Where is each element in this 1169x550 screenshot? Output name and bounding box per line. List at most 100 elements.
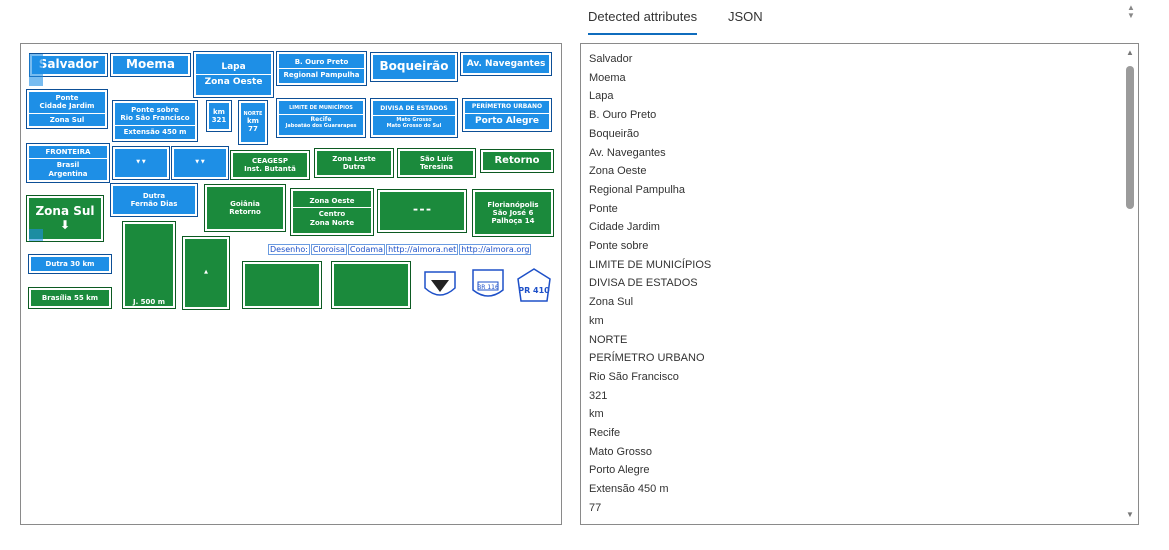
sign-text: km [213, 107, 225, 116]
attribute-item: Rio São Francisco [589, 370, 679, 383]
sign-text: J. 500 m [132, 297, 166, 306]
sign-zona-oeste-b: Zona Oeste Centro Zona Norte [290, 188, 374, 236]
sign-text: LIMITE DE MUNICÍPIOS [289, 105, 353, 112]
arrow-down-icon: ⬇ [59, 217, 71, 232]
attribute-item: 321 [589, 389, 608, 402]
sign-text: DIVISA DE ESTADOS [380, 105, 448, 113]
sign-ouro-preto: B. Ouro Preto Regional Pampulha [276, 51, 367, 86]
credit-text: Codama [347, 244, 386, 255]
attribute-item: Boqueirão [589, 127, 640, 140]
shield-pr-label: PR 410 [518, 286, 550, 295]
sign-navegantes: Av. Navegantes [460, 52, 552, 76]
tab-bar: Detected attributes JSON [580, 0, 1120, 36]
attribute-item: B. Ouro Preto [589, 109, 657, 122]
selection-marker [29, 229, 43, 241]
sign-text: 6 [528, 208, 534, 217]
sign-zona-leste: Zona Leste Dutra [314, 148, 394, 178]
sign-goiania: Goiânia Retorno [204, 184, 286, 232]
attribute-item: Regional Pampulha [589, 183, 686, 196]
sign-retorno: Retorno [480, 149, 554, 173]
sign-text: 77 [248, 125, 258, 134]
sign-florianopolis: Florianópolis São José 6 Palhoça 14 [472, 189, 554, 237]
sign-text: Retorno [229, 208, 261, 216]
tab-json[interactable]: JSON [728, 9, 763, 24]
sign-grid-1 [242, 261, 322, 309]
sign-text: Argentina [48, 169, 88, 178]
tab-detected-attributes[interactable]: Detected attributes [588, 9, 698, 35]
credit-text: Desenho: [268, 244, 310, 255]
pr-shield-icon: PR 410 [517, 268, 551, 302]
br-shield-icon: BR 116 [472, 269, 504, 297]
attribute-item: Ponte sobre [589, 240, 649, 253]
sign-diagram-1: J. 500 m [122, 221, 176, 309]
attribute-item: 77 [589, 501, 602, 514]
sign-text: Zona Sul [35, 203, 95, 218]
sign-norte-77: NORTE km 77 [238, 100, 268, 145]
credit-text: http://almora.net [386, 244, 459, 255]
selection-marker [29, 54, 43, 70]
sign-text: 14 [524, 217, 535, 226]
sign-text: Extensão 450 m [123, 127, 187, 136]
scroll-down-icon[interactable]: ▼ [1126, 510, 1134, 519]
attribute-item: DIVISA DE ESTADOS [589, 277, 698, 290]
sign-text: Porto Alegre [475, 115, 539, 126]
sign-text: Zona Oeste [204, 77, 263, 87]
scroll-thumb[interactable] [1126, 66, 1134, 209]
sign-text: Jaboatão dos Guararapes [285, 122, 357, 129]
credit-text: Cloroisa [310, 244, 347, 255]
attribute-item: km [589, 408, 604, 421]
sign-boqueirao: Boqueirão [370, 52, 458, 82]
attribute-item: Zona Sul [589, 296, 634, 309]
attribute-item: Moema [589, 71, 626, 84]
sign-text: Dutra [142, 191, 166, 200]
sign-text: km [247, 117, 259, 126]
sign-divisa: DIVISA DE ESTADOS Mato Grosso Mato Gross… [370, 98, 458, 138]
sign-text: B. Ouro Preto [294, 57, 349, 66]
sign-lapa: Lapa Zona Oeste [193, 51, 274, 98]
sign-text: Lapa [221, 61, 246, 72]
sign-limite: LIMITE DE MUNICÍPIOS Recife Jaboatão dos… [276, 98, 366, 138]
sign-vassouras: ▬ ▬ ▬ [377, 189, 467, 233]
sign-text: Recife [310, 116, 332, 124]
sign-text: FRONTEIRA [45, 148, 91, 157]
sign-text: Centro [318, 210, 346, 219]
sign-ponte: Ponte Cidade Jardim Zona Sul [26, 89, 108, 129]
sign-text: São José [492, 208, 527, 217]
sign-text: Goiânia [230, 199, 260, 208]
attribute-item: Mato Grosso [589, 445, 652, 458]
sign-text: PERÍMETRO URBANO [471, 102, 543, 110]
image-panel: Salvador Moema Lapa Zona Oeste B. Ouro P… [20, 43, 562, 525]
attribute-item: Lapa [589, 90, 614, 103]
sign-text: NORTE [243, 110, 263, 117]
scroll-up-icon[interactable]: ▲ [1126, 48, 1134, 57]
sign-pedagio-1: ▼ ▼ [112, 146, 170, 180]
credit-text: http://almora.org [459, 244, 532, 255]
attribute-item: PERÍMETRO URBANO [589, 352, 705, 365]
sign-text: Palhoça [491, 217, 523, 226]
vertical-scrollbar[interactable]: ▲ ▼ [1122, 44, 1138, 524]
sign-pedagio-2: ▼ ▼ [171, 146, 229, 180]
sign-fronteira: FRONTEIRA Brasil Argentina [26, 143, 110, 183]
attribute-item: LIMITE DE MUNICÍPIOS [589, 258, 712, 271]
sign-ponte-sobre: Ponte sobre Rio São Francisco Extensão 4… [112, 100, 198, 142]
sign-text: Ponte [55, 94, 79, 103]
attribute-item: km [589, 314, 604, 327]
attribute-item: Porto Alegre [589, 464, 650, 477]
sign-text: Regional Pampulha [283, 71, 360, 79]
sign-text: Zona Norte [309, 218, 355, 227]
sign-grid-2 [331, 261, 411, 309]
sign-text: Inst. Butantã [244, 165, 296, 173]
sign-ceagesp: CEAGESP Inst. Butantã [230, 150, 310, 180]
tab-scroll-icon[interactable]: ▲▼ [1127, 3, 1135, 20]
attribute-item: Av. Navegantes [589, 146, 666, 159]
attribute-item: Cidade Jardim [589, 221, 660, 234]
sign-text: Mato Grosso do Sul [386, 122, 442, 129]
attribute-item: Recife [589, 427, 621, 440]
sign-text: Mato Grosso [396, 117, 432, 124]
sign-text: Ponte sobre [131, 106, 179, 115]
sign-text: Rio São Francisco [120, 114, 190, 123]
sign-text: Florianópolis [487, 200, 539, 209]
attribute-item: NORTE [589, 333, 628, 346]
sign-moema: Moema [110, 53, 191, 77]
